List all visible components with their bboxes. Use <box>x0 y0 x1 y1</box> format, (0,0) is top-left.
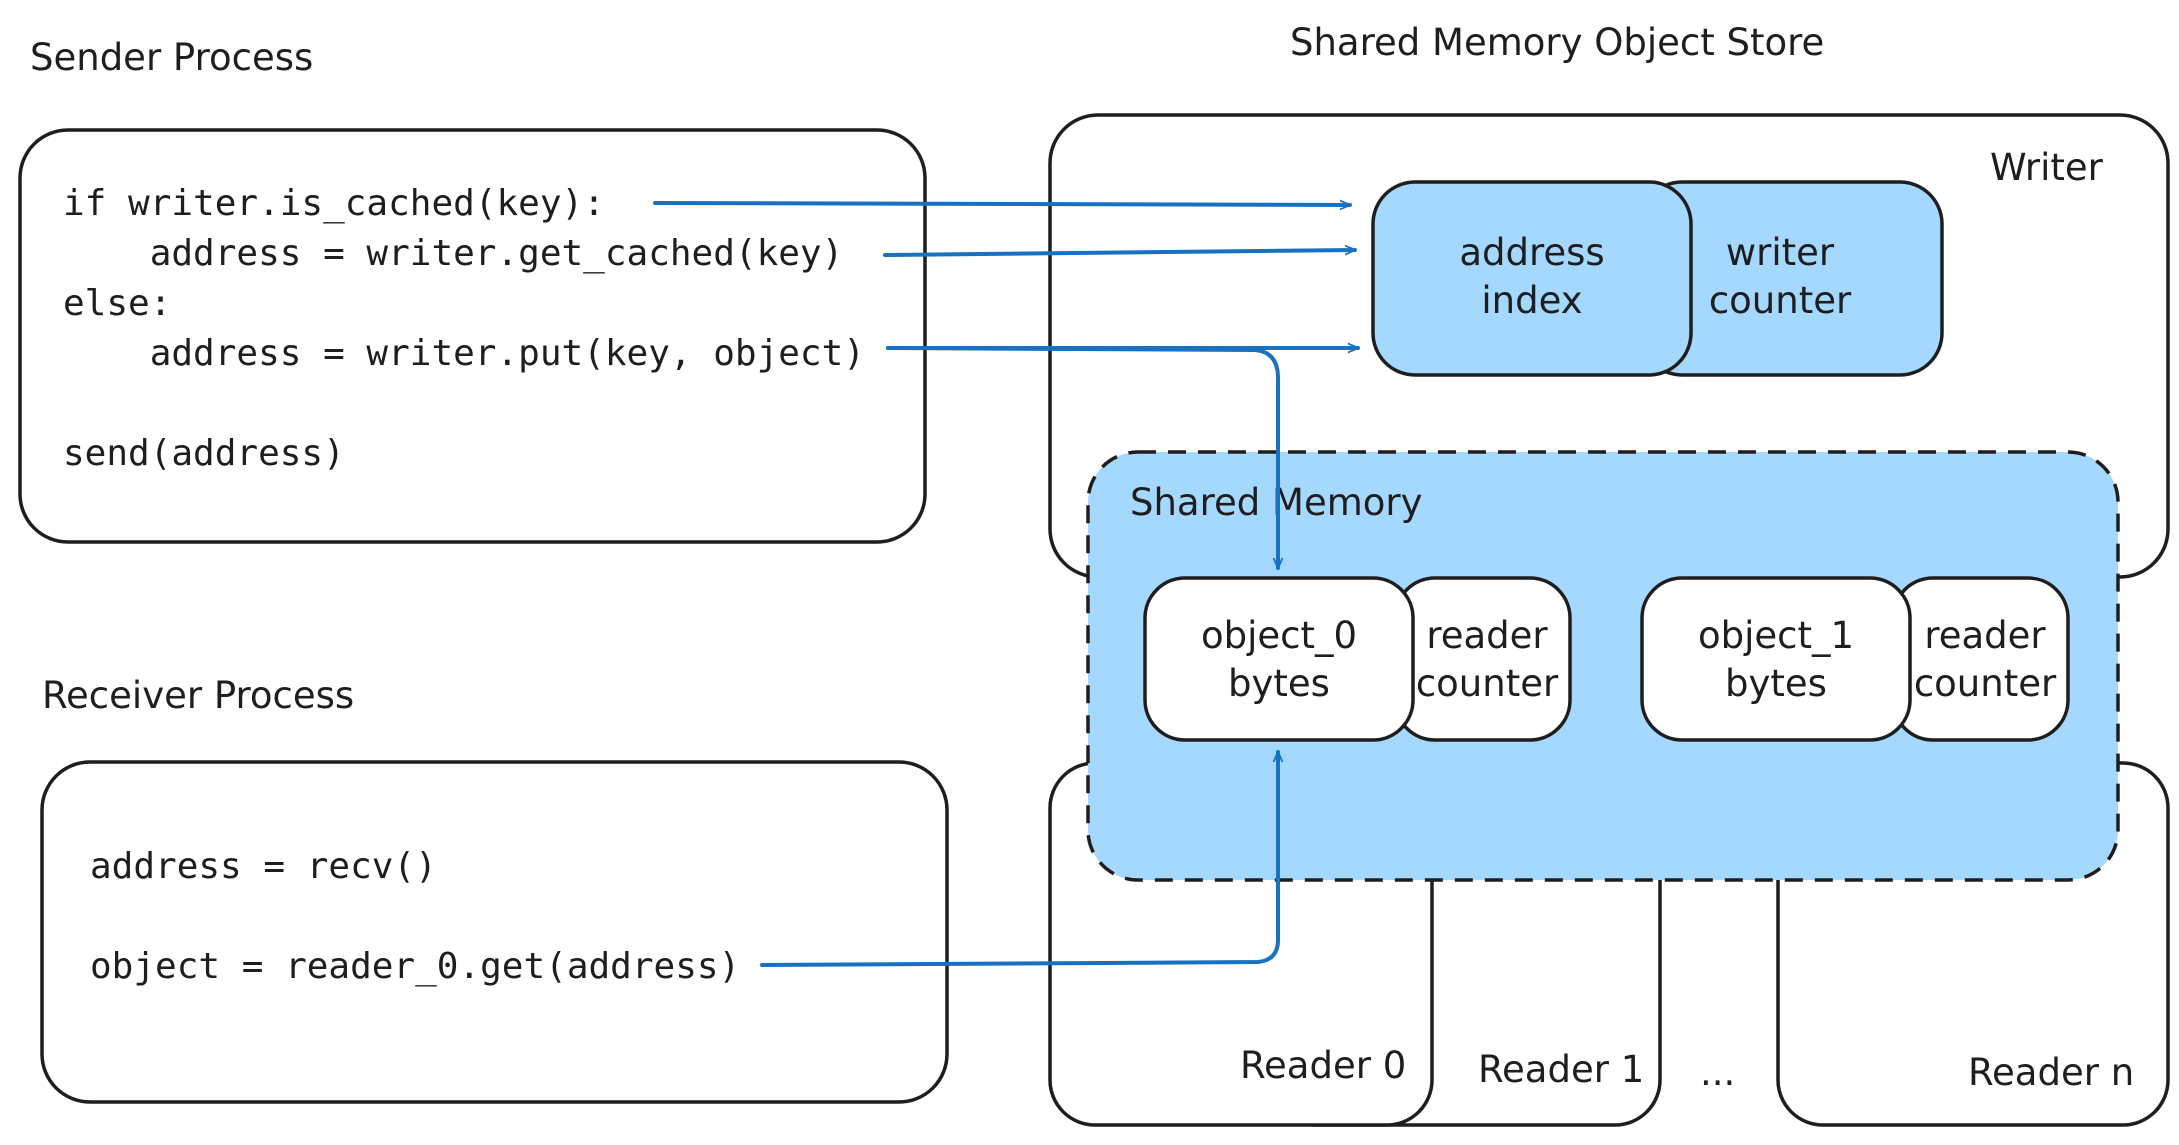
reader-counter-1-box <box>1891 576 2070 742</box>
reader-counter-1-label-line-1: reader <box>1924 614 2046 657</box>
reader-get-arrow <box>760 750 1278 967</box>
receiver-process-title: Receiver Process <box>42 674 354 717</box>
object-1-label-line-2: bytes <box>1725 662 1827 705</box>
sender-code-line-4: address = writer.put(key, object) <box>63 333 865 374</box>
get-cached-arrow <box>883 250 1357 257</box>
receiver-process-box <box>40 760 949 1104</box>
writer-counter-label-line-2: counter <box>1709 279 1852 322</box>
sender-process-box <box>18 128 927 544</box>
receiver-code-line-2: object = reader_0.get(address) <box>90 946 740 987</box>
reader-counter-0-label-line-1: reader <box>1426 614 1548 657</box>
reader-0-label: Reader 0 <box>1240 1044 1406 1087</box>
reader-n-label: Reader n <box>1968 1051 2134 1094</box>
writer-counter-label-line-1: writer <box>1726 231 1835 274</box>
address-index-label-line-2: index <box>1481 279 1582 322</box>
sender-code-line-5: send(address) <box>63 433 345 474</box>
put-write-bytes-arrow <box>886 346 1278 570</box>
readers-ellipsis: ... <box>1700 1051 1735 1094</box>
receiver-code-line-1: address = recv() <box>90 846 437 887</box>
shared-memory-region <box>1086 450 2120 882</box>
address-index-box <box>1371 180 1693 377</box>
reader-1-label: Reader 1 <box>1478 1048 1644 1091</box>
sender-process-title: Sender Process <box>30 36 313 79</box>
reader-counter-1-label-line-2: counter <box>1914 662 2057 705</box>
sender-code-line-1: if writer.is_cached(key): <box>63 183 605 224</box>
object-0-label-line-2: bytes <box>1228 662 1330 705</box>
object-store-title: Shared Memory Object Store <box>1290 21 1824 64</box>
object-1-label-line-1: object_1 <box>1698 614 1854 657</box>
object-0-box <box>1143 576 1415 742</box>
sender-code-line-2: address = writer.get_cached(key) <box>63 233 843 274</box>
writer-label: Writer <box>1990 146 2104 189</box>
sender-code-line-3: else: <box>63 283 171 324</box>
address-index-label-line-1: address <box>1459 231 1604 274</box>
is-cached-arrow <box>653 203 1352 205</box>
reader-counter-0-box <box>1393 576 1572 742</box>
reader-counter-0-label-line-2: counter <box>1416 662 1559 705</box>
arrows <box>653 203 1360 967</box>
object-1-box <box>1640 576 1912 742</box>
object-0-label-line-1: object_0 <box>1201 614 1357 657</box>
